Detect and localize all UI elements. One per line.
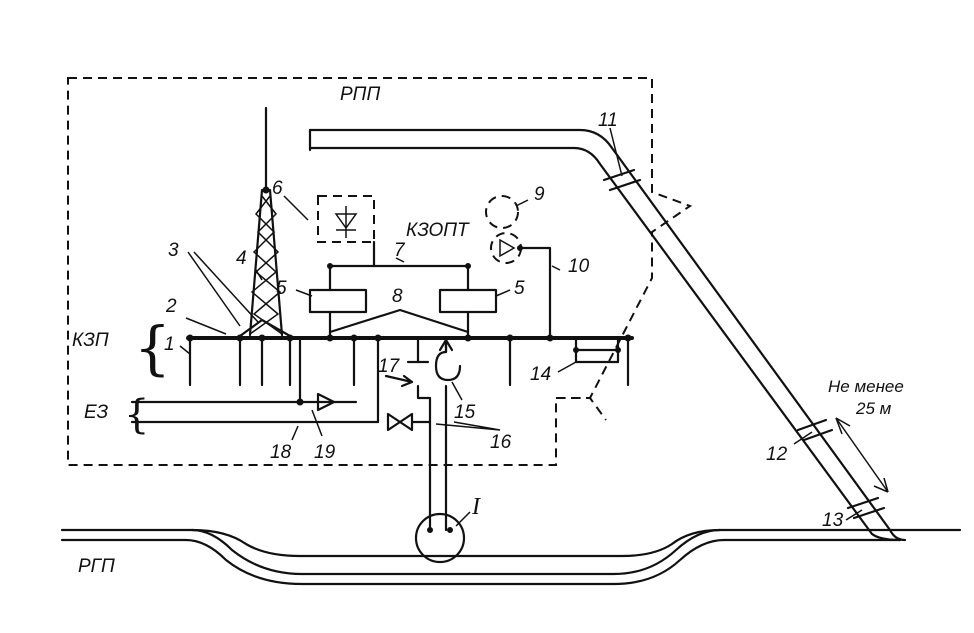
- zone-ez-label: ЕЗ: [84, 402, 108, 423]
- earth-connection: [130, 336, 432, 432]
- pump-9: [485, 195, 552, 340]
- distance-dimension: [835, 417, 889, 493]
- label-12: 12: [766, 444, 788, 465]
- label-node-I: I: [471, 494, 481, 520]
- label-10: 10: [568, 256, 590, 277]
- main-gas-pipeline: [60, 528, 962, 586]
- node-I-connection: [414, 422, 466, 564]
- lightning-tower: [238, 106, 292, 338]
- label-8: 8: [392, 286, 403, 307]
- device-6: [317, 195, 375, 243]
- label-1: 1: [164, 334, 175, 355]
- branch-pipeline: [308, 128, 907, 542]
- label-3: 3: [168, 240, 179, 261]
- label-18: 18: [270, 442, 292, 463]
- label-16: 16: [490, 432, 512, 453]
- label-9: 9: [534, 184, 545, 205]
- leader-lines: [179, 127, 863, 527]
- label-5-left: 5: [276, 278, 287, 299]
- label-14: 14: [530, 364, 551, 385]
- label-4: 4: [236, 248, 247, 269]
- zone-rpp-label: РПП: [340, 84, 380, 105]
- label-13: 13: [822, 510, 844, 531]
- label-6: 6: [272, 178, 283, 199]
- kzp-brace: {: [134, 314, 171, 382]
- distance-label-line2: 25 м: [855, 399, 892, 418]
- label-15: 15: [454, 402, 476, 423]
- zone-kzp-label: КЗП: [72, 330, 109, 351]
- label-5-right: 5: [514, 278, 525, 299]
- kzopt-bus: [308, 240, 498, 340]
- label-19: 19: [314, 442, 336, 463]
- label-11: 11: [598, 110, 618, 131]
- element-14: [573, 336, 621, 364]
- element-15: [384, 336, 462, 426]
- rpp-boundary: [67, 77, 693, 466]
- zone-kzopt-label: КЗОПТ: [406, 220, 470, 241]
- distance-label-line1: Не менее: [828, 377, 904, 396]
- zone-rgp-label: РГП: [78, 556, 115, 577]
- protection-bus: [186, 334, 634, 387]
- rpp-boundary-notch: [556, 397, 607, 421]
- label-2: 2: [165, 296, 177, 317]
- label-17: 17: [378, 356, 401, 377]
- label-7: 7: [394, 240, 406, 261]
- ez-brace: {: [124, 392, 149, 438]
